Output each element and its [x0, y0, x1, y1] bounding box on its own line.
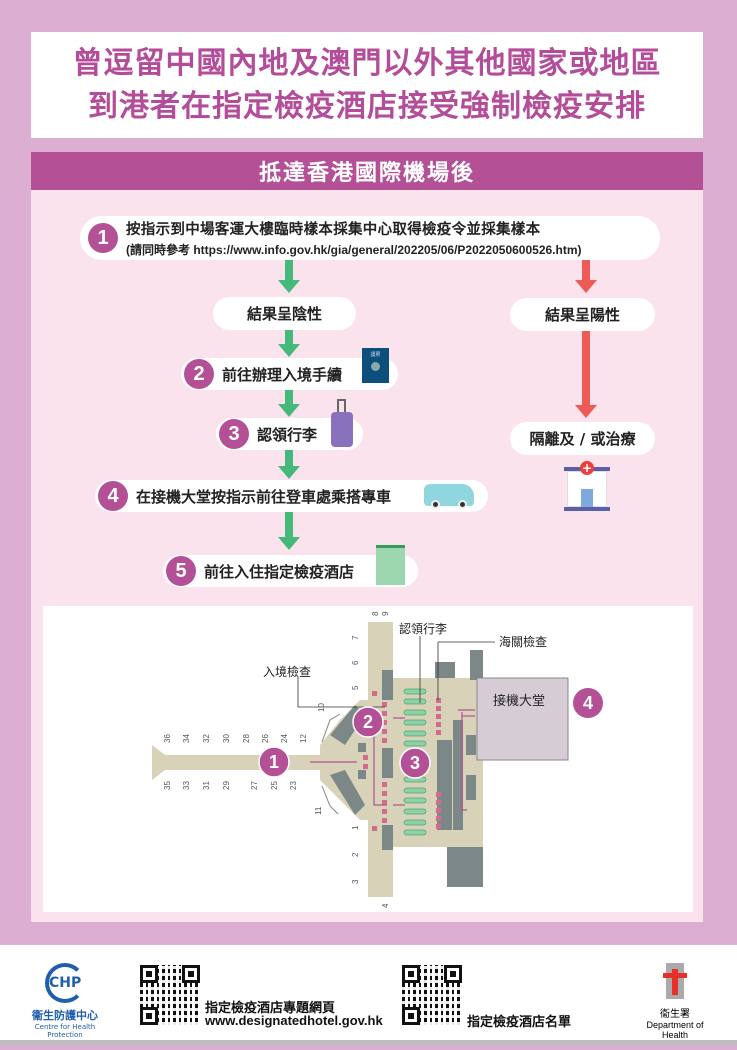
map-marker-3: 3	[410, 753, 420, 773]
step-text: 在接機大堂按指示前往登車處乘搭專車	[136, 487, 392, 506]
gate-number: 5	[351, 685, 360, 690]
gate-number: 34	[182, 734, 191, 743]
gate-number: 35	[163, 781, 172, 790]
passport-icon: 護照	[362, 348, 389, 383]
gate-number: 8	[371, 611, 380, 616]
step-number: 3	[219, 419, 249, 449]
gate-number: 9	[381, 611, 390, 616]
gate-number: 32	[202, 734, 211, 743]
qr1-title: 指定檢疫酒店專題網頁	[205, 1001, 336, 1016]
chp-name-cn: 衞生防護中心	[32, 1009, 98, 1022]
gate-number: 1	[351, 825, 360, 830]
chp-logo: CHP 衞生防護中心 Centre for Health Protection	[20, 963, 110, 1039]
step-number: 2	[184, 359, 214, 389]
gate-number: 29	[222, 781, 231, 790]
step-text: 認領行李	[257, 425, 318, 444]
title-line-2: 到港者在指定檢疫酒店接受強制檢疫安排	[88, 89, 646, 124]
isolation-treatment: 隔離及 / 或治療	[510, 422, 655, 455]
gate-number: 7	[351, 635, 360, 640]
step-4: 4 在接機大堂按指示前往登車處乘搭專車	[95, 480, 488, 512]
qr-code-hotel-list[interactable]	[402, 965, 462, 1025]
passport-label: 護照	[370, 352, 381, 358]
map-label-baggage: 認領行李	[399, 621, 447, 636]
gate-number: 11	[314, 806, 323, 815]
qr2-title: 指定檢疫酒店名單	[467, 1015, 572, 1030]
dh-logo: 衞生署 Department of Health	[640, 963, 710, 1040]
van-icon	[424, 484, 474, 509]
arrival-hall-area	[476, 677, 569, 761]
step-text: 前往辦理入境手續	[222, 365, 343, 384]
step-text: 按指示到中場客運大樓臨時樣本採集中心取得檢疫令並採集樣本	[126, 222, 541, 238]
dh-emblem-icon	[663, 963, 687, 999]
hotel-icon	[376, 545, 405, 585]
step-number: 4	[98, 481, 128, 511]
gate-number: 31	[202, 781, 211, 790]
title-box: 曾逗留中國內地及澳門以外其他國家或地區 到港者在指定檢疫酒店接受強制檢疫安排	[31, 32, 703, 138]
step-number: 5	[166, 556, 196, 586]
gate-number: 27	[250, 781, 259, 790]
dh-name-cn: 衞生署	[660, 1009, 690, 1020]
qr-code-hotel-website[interactable]	[140, 965, 200, 1025]
map-label-arrival-hall: 接機大堂	[493, 693, 545, 709]
chp-name-en: Centre for Health Protection	[34, 1023, 96, 1039]
gate-number: 24	[280, 734, 289, 743]
gate-number: 10	[317, 703, 326, 712]
step-1: 1 按指示到中場客運大樓臨時樣本採集中心取得檢疫令並採集樣本 (請同時參考 ht…	[80, 216, 660, 260]
footer: CHP 衞生防護中心 Centre for Health Protection …	[0, 945, 737, 1045]
step-text: 前往入住指定檢疫酒店	[204, 562, 355, 581]
map-label-immigration: 入境檢查	[263, 664, 311, 679]
gate-number: 12	[299, 734, 308, 743]
step-note: (請同時參考 https://www.info.gov.hk/gia/gener…	[126, 243, 582, 257]
qr1-url[interactable]: www.designatedhotel.gov.hk	[205, 1013, 383, 1028]
gate-number: 23	[289, 781, 298, 790]
step-5: 5 前往入住指定檢疫酒店	[163, 555, 418, 587]
dh-name-en: Department of Health	[646, 1020, 704, 1040]
title-line-1: 曾逗留中國內地及澳門以外其他國家或地區	[72, 46, 662, 81]
step-2: 2 前往辦理入境手續	[181, 358, 398, 390]
gate-number: 3	[351, 879, 360, 884]
gate-number: 36	[163, 734, 172, 743]
map-marker-4: 4	[583, 693, 593, 713]
gate-number: 26	[261, 734, 270, 743]
gate-number: 25	[270, 781, 279, 790]
gate-number: 2	[351, 852, 360, 857]
section-header: 抵達香港國際機場後	[31, 152, 703, 190]
map-marker-1: 1	[269, 752, 279, 772]
negative-result: 結果呈陰性	[213, 297, 356, 330]
hospital-icon: +	[564, 461, 610, 511]
map-label-customs: 海關檢查	[499, 634, 547, 649]
gate-number: 30	[222, 734, 231, 743]
gate-number: 33	[182, 781, 191, 790]
positive-result: 結果呈陽性	[510, 298, 655, 331]
gate-number: 28	[242, 734, 251, 743]
gate-number: 6	[351, 660, 360, 665]
gate-number: 4	[381, 903, 390, 908]
step-number: 1	[88, 223, 118, 253]
chp-logo-mark: CHP	[45, 963, 85, 1003]
map-marker-2: 2	[363, 712, 373, 732]
luggage-icon	[331, 399, 353, 449]
